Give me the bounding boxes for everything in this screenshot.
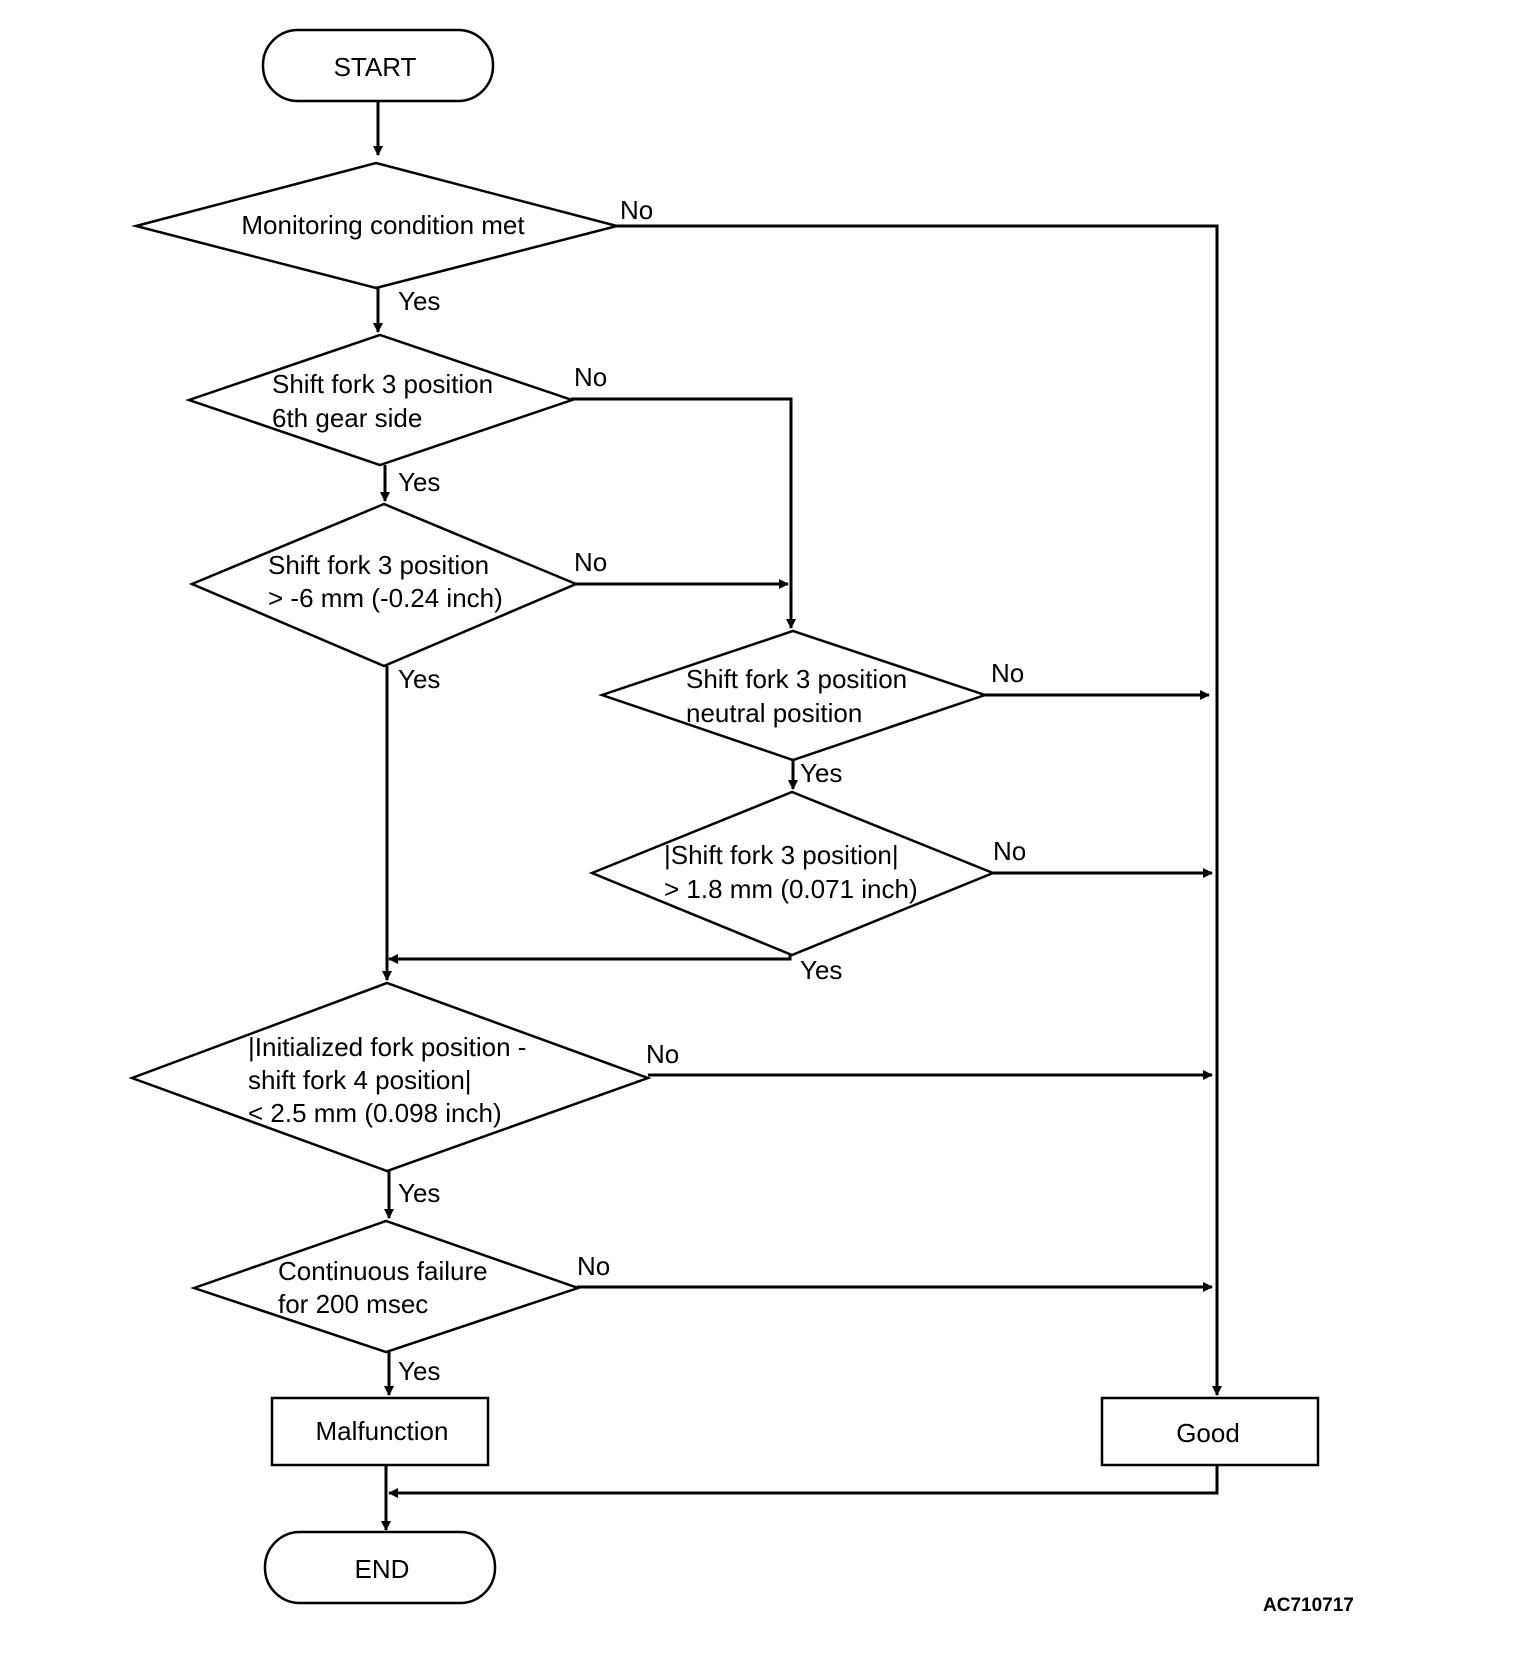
label-d6-yes: Yes [398, 1178, 440, 1208]
malfunction-box: Malfunction [270, 1396, 490, 1467]
label-d5-no: No [993, 836, 1026, 866]
decision-neutral-position: Shift fork 3 position neutral position [598, 629, 989, 762]
label-d7-yes: Yes [398, 1356, 440, 1386]
good-box: Good [1100, 1396, 1320, 1467]
edge-good-end [388, 1466, 1219, 1498]
decision-continuous-failure: Continuous failure for 200 msec [190, 1219, 582, 1354]
start-label: START [334, 52, 417, 82]
label-d2-yes: Yes [398, 467, 440, 497]
decision-minus-6mm: Shift fork 3 position > -6 mm (-0.24 inc… [188, 502, 580, 668]
label-d1-no: No [620, 195, 653, 225]
decision-neutral-position-line-1: Shift fork 3 position [686, 664, 907, 694]
malfunction-label: Malfunction [316, 1416, 449, 1446]
edge-d1-no-good [617, 224, 1222, 1396]
edge-d5-yes-d6 [388, 953, 792, 964]
decision-initialized-fork-line-3: < 2.5 mm (0.098 inch) [248, 1098, 502, 1128]
start-node: START [261, 28, 495, 103]
decision-1-8mm: |Shift fork 3 position| > 1.8 mm (0.071 … [588, 790, 997, 957]
label-d7-no: No [577, 1251, 610, 1281]
decision-initialized-fork: |Initialized fork position - shift fork … [128, 981, 652, 1173]
decision-neutral-position-line-2: neutral position [686, 698, 862, 728]
end-label: END [355, 1554, 410, 1584]
edge-d2-no-d4 [571, 397, 796, 629]
label-d4-no: No [991, 658, 1024, 688]
decision-6th-gear-side-line-1: Shift fork 3 position [272, 369, 493, 399]
figure-code: AC710717 [1263, 1595, 1354, 1616]
decision-6th-gear-side: Shift fork 3 position 6th gear side [185, 333, 576, 467]
decision-continuous-failure-line-1: Continuous failure [278, 1256, 488, 1286]
decision-monitoring-condition-label: Monitoring condition met [241, 210, 525, 240]
decision-minus-6mm-line-1: Shift fork 3 position [268, 550, 489, 580]
decision-1-8mm-line-1: |Shift fork 3 position| [664, 840, 899, 870]
label-d3-no: No [574, 547, 607, 577]
label-d4-yes: Yes [800, 758, 842, 788]
label-d2-no: No [574, 362, 607, 392]
end-node: END [263, 1530, 497, 1605]
decision-monitoring-condition: Monitoring condition met [131, 161, 622, 290]
label-d3-yes: Yes [398, 664, 440, 694]
decision-initialized-fork-line-1: |Initialized fork position - [248, 1032, 526, 1062]
decision-continuous-failure-line-2: for 200 msec [278, 1289, 428, 1319]
decision-initialized-fork-line-2: shift fork 4 position| [248, 1065, 472, 1095]
decision-6th-gear-side-line-2: 6th gear side [272, 403, 422, 433]
label-d6-no: No [646, 1039, 679, 1069]
decision-minus-6mm-line-2: > -6 mm (-0.24 inch) [268, 583, 503, 613]
label-d1-yes: Yes [398, 286, 440, 316]
good-label: Good [1176, 1418, 1240, 1448]
edge-labels: No Yes No Yes No Yes No Yes No Yes No Ye… [398, 195, 1026, 1386]
label-d5-yes: Yes [800, 955, 842, 985]
decision-1-8mm-line-2: > 1.8 mm (0.071 inch) [664, 874, 918, 904]
